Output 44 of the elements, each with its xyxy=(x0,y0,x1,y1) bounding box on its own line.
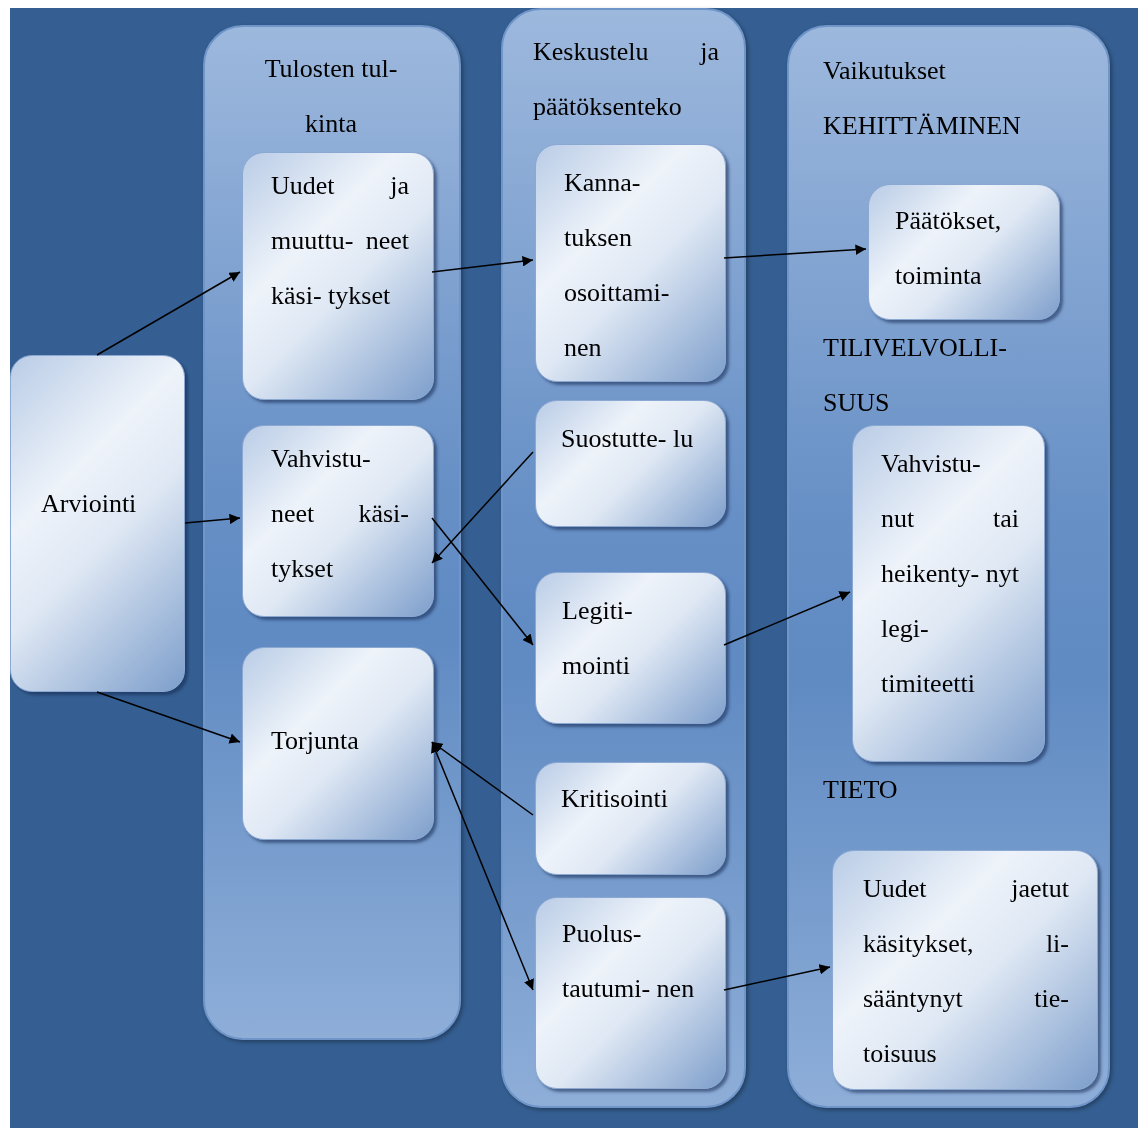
arrow xyxy=(431,256,534,273)
arrow xyxy=(723,964,831,991)
box-label: Uudet jaetut käsitykset, li- sääntynyt tie- toisuus xyxy=(863,873,1069,1070)
process-box xyxy=(242,425,434,617)
column-heading: Vaikutukset xyxy=(823,55,947,87)
arrow xyxy=(184,513,241,525)
section-label: TIETO xyxy=(823,774,899,806)
process-box xyxy=(535,144,726,382)
arrow xyxy=(431,517,534,646)
box-label: Kanna- tuksen osoittami- nen xyxy=(564,167,671,364)
process-box xyxy=(535,762,726,875)
box-label: Suostutte- lu xyxy=(561,423,695,455)
box-label: Päätökset, toiminta xyxy=(895,205,1003,292)
arrow xyxy=(431,741,534,816)
arrow xyxy=(96,271,241,356)
arrow xyxy=(723,244,867,259)
box-label: Arviointi xyxy=(41,488,138,520)
arrow xyxy=(96,691,241,744)
box-label: Legiti- mointi xyxy=(562,595,634,682)
box-label: Uudet ja muuttu- neet käsi- tykset xyxy=(271,170,409,312)
process-box xyxy=(535,572,726,724)
column-heading: Keskustelu ja päätöksenteko xyxy=(533,36,719,123)
column-heading: Tulosten tul- kinta xyxy=(263,53,399,140)
arrow xyxy=(723,591,851,646)
box-label: Kritisointi xyxy=(561,783,669,815)
process-box xyxy=(242,647,434,840)
process-box xyxy=(242,152,434,400)
box-label: Torjunta xyxy=(271,725,360,757)
process-box xyxy=(535,897,726,1089)
arrow xyxy=(431,741,534,991)
process-box xyxy=(868,184,1060,320)
column-panel xyxy=(203,25,461,1040)
process-box xyxy=(10,355,185,692)
box-label: Vahvistu- nut tai heikenty- nyt legi- timiteetti xyxy=(881,448,1019,700)
arrow xyxy=(431,451,534,564)
process-box xyxy=(535,400,726,527)
section-label: KEHITTÄMINEN xyxy=(823,110,1022,142)
column-panel xyxy=(787,25,1110,1108)
section-label: TILIVELVOLLI- SUUS xyxy=(823,332,1008,419)
column-panel xyxy=(501,8,746,1108)
process-box xyxy=(832,850,1098,1090)
box-label: Puolus- tautumi- nen xyxy=(562,918,696,1005)
box-label: Vahvistu- neet käsi- tykset xyxy=(271,443,409,585)
process-box xyxy=(852,425,1045,762)
